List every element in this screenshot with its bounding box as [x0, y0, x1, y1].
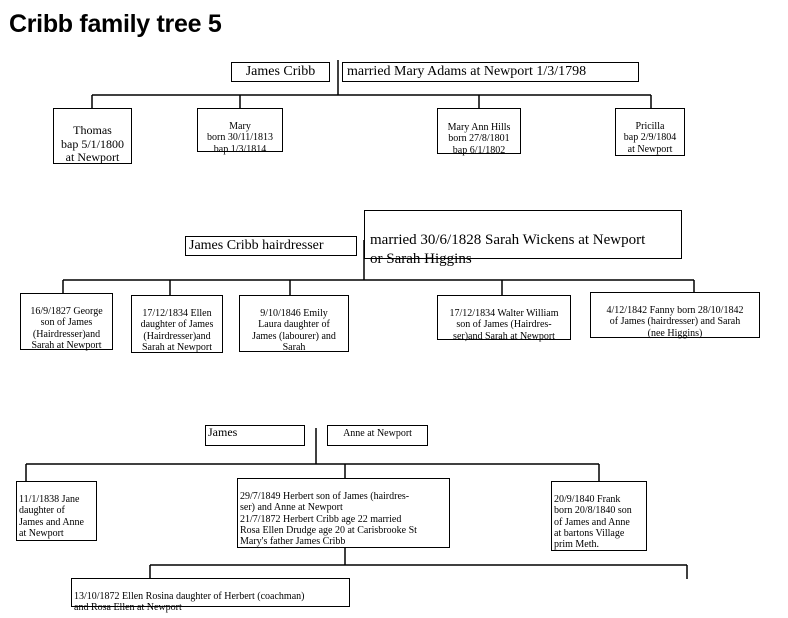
child-emily-laura: 9/10/1846 Emily Laura daughter of James … — [239, 295, 349, 353]
father-james: James — [205, 425, 305, 446]
page-title: Cribb family tree 5 — [9, 10, 222, 38]
marriage-sarah-wickens: married 30/6/1828 Sarah Wickens at Newpo… — [364, 210, 682, 267]
child-walter-william: 17/12/1834 Walter William son of James (… — [437, 295, 571, 342]
mother-anne: Anne at Newport — [327, 425, 428, 446]
marriage-text: married 30/6/1828 Sarah Wickens at Newpo… — [370, 231, 646, 267]
mother-name: Anne at Newport — [343, 428, 412, 439]
child-jane: 11/1/1838 Jane daughter of James and Ann… — [16, 481, 97, 541]
child-frank: 20/9/1840 Frank born 20/8/1840 son of Ja… — [551, 481, 647, 551]
father-name: James — [208, 425, 238, 439]
father-james-cribb: James Cribb — [231, 62, 330, 82]
father-name: James Cribb — [245, 64, 316, 79]
father-james-cribb-hairdresser: James Cribb hairdresser — [185, 236, 357, 256]
child-george: 16/9/1827 George son of James (Hairdress… — [20, 293, 113, 351]
child-mary-ann-hills: Mary Ann Hills born 27/8/1801 bap 6/1/18… — [437, 108, 521, 156]
child-thomas: Thomas bap 5/1/1800 at Newport — [53, 108, 132, 164]
child-ellen: 17/12/1834 Ellen daughter of James (Hair… — [131, 295, 223, 353]
child-pricilla: Pricilla bap 2/9/1804 at Newport — [615, 108, 685, 156]
father-name: James Cribb hairdresser — [189, 238, 324, 253]
child-ellen-rosina: 13/10/1872 Ellen Rosina daughter of Herb… — [71, 578, 350, 613]
child-mary: Mary born 30/11/1813 bap 1/3/1814 — [197, 108, 283, 155]
marriage-mary-adams: married Mary Adams at Newport 1/3/1798 — [342, 62, 639, 82]
child-fanny: 4/12/1842 Fanny born 28/10/1842 of James… — [590, 292, 760, 339]
child-herbert: 29/7/1849 Herbert son of James (hairdres… — [237, 478, 450, 548]
marriage-text: married Mary Adams at Newport 1/3/1798 — [347, 64, 587, 79]
